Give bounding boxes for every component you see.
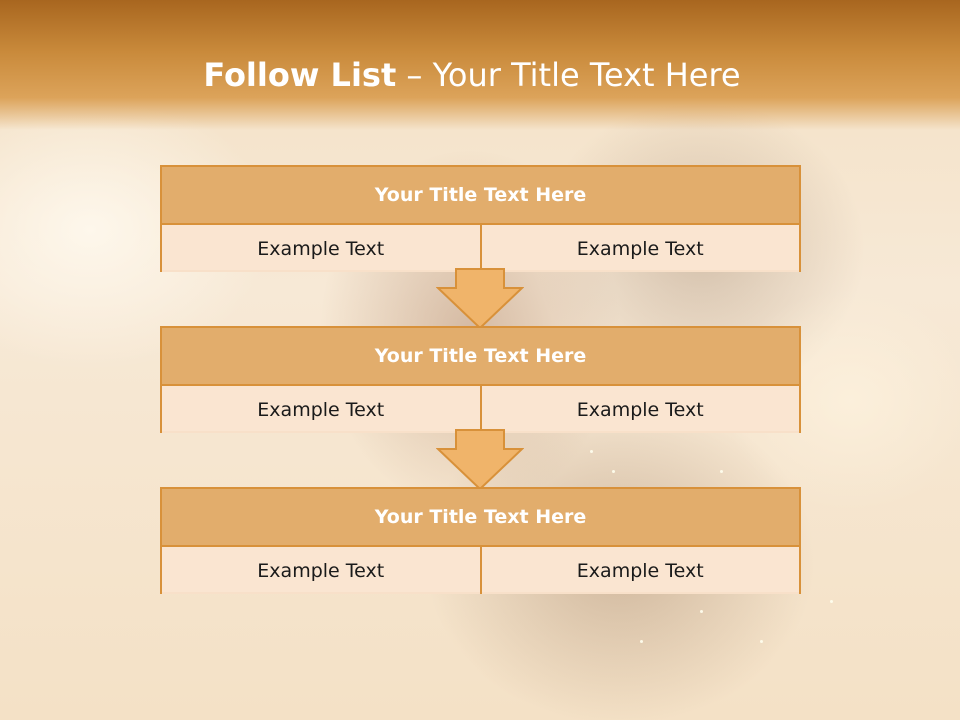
block-cell-right: Example Text [479,225,799,272]
block-row: Example Text Example Text [162,386,799,433]
block-cell-left: Example Text [162,386,480,433]
sparkle [830,600,833,603]
title-bar [0,0,960,130]
block-cell-right: Example Text [479,386,799,433]
sparkle [720,470,723,473]
down-arrow-icon [436,268,524,330]
block-row: Example Text Example Text [162,547,799,594]
slide-title: Follow List – Your Title Text Here [0,56,944,94]
block-cell-left: Example Text [162,547,480,594]
list-block-2: Your Title Text Here Example Text Exampl… [160,326,801,433]
slide-title-rest: – Your Title Text Here [406,56,741,94]
list-block-1: Your Title Text Here Example Text Exampl… [160,165,801,272]
block-cell-left: Example Text [162,225,480,272]
slide-title-bold: Follow List [203,56,397,94]
list-block-3: Your Title Text Here Example Text Exampl… [160,487,801,594]
block-title: Your Title Text Here [162,489,799,547]
block-row: Example Text Example Text [162,225,799,272]
sparkle [640,640,643,643]
sparkle [612,470,615,473]
sparkle [760,640,763,643]
down-arrow-icon [436,429,524,491]
block-title: Your Title Text Here [162,167,799,225]
block-cell-right: Example Text [479,547,799,594]
sparkle [590,450,593,453]
block-title: Your Title Text Here [162,328,799,386]
sparkle [700,610,703,613]
